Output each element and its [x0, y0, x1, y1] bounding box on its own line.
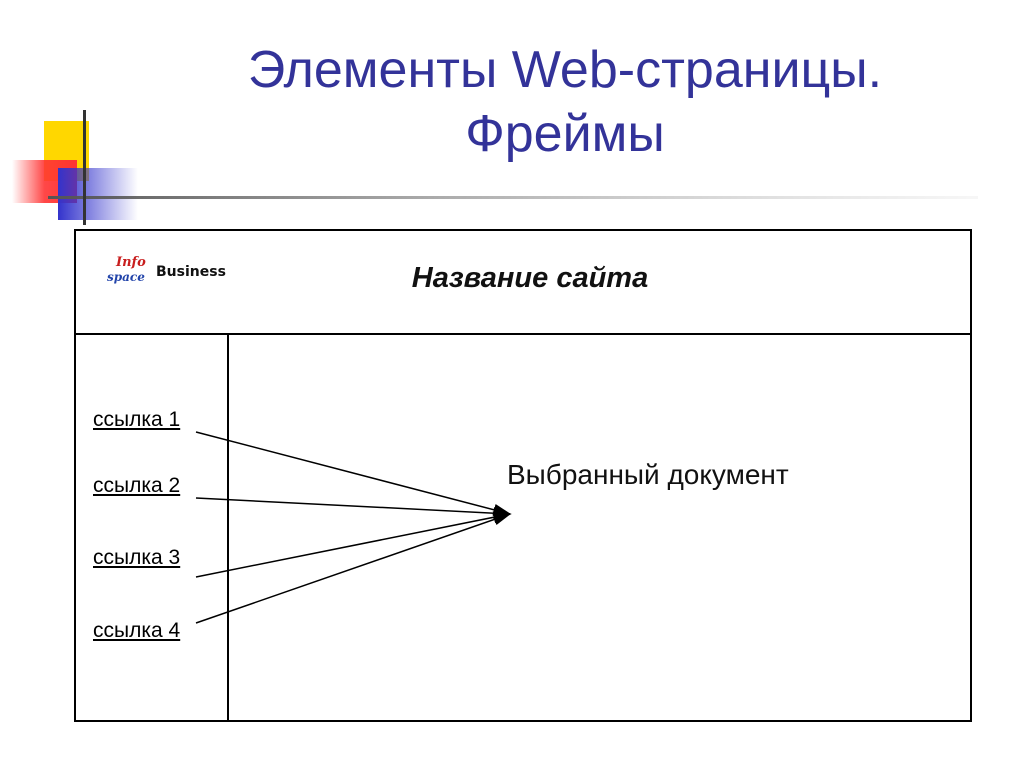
nav-link-2[interactable]: ссылка 2 — [93, 474, 181, 497]
deco-vertical-line — [83, 110, 86, 225]
nav-link-1[interactable]: ссылка 1 — [93, 408, 181, 431]
selected-document-label: Выбранный документ — [507, 459, 789, 490]
nav-link-3[interactable]: ссылка 3 — [93, 546, 181, 569]
navigation-frame — [74, 334, 229, 722]
logo-text: Business — [156, 264, 226, 280]
slide-title: Элементы Web-страницы. Фреймы — [150, 38, 980, 166]
slide-title-line1: Элементы Web-страницы. — [247, 41, 883, 99]
deco-red-bar — [12, 160, 77, 203]
logo-mark-icon: Info space — [107, 255, 146, 284]
slide-title-line2: Фреймы — [465, 105, 665, 163]
site-logo: Info space Business — [107, 255, 247, 295]
frameset-outline — [74, 229, 972, 722]
deco-blue-square — [58, 168, 138, 220]
header-frame — [74, 229, 972, 335]
deco-horizontal-line — [48, 196, 978, 199]
nav-link-4[interactable]: ссылка 4 — [93, 619, 181, 642]
site-name: Название сайта — [411, 262, 649, 294]
deco-yellow-square — [44, 121, 89, 181]
